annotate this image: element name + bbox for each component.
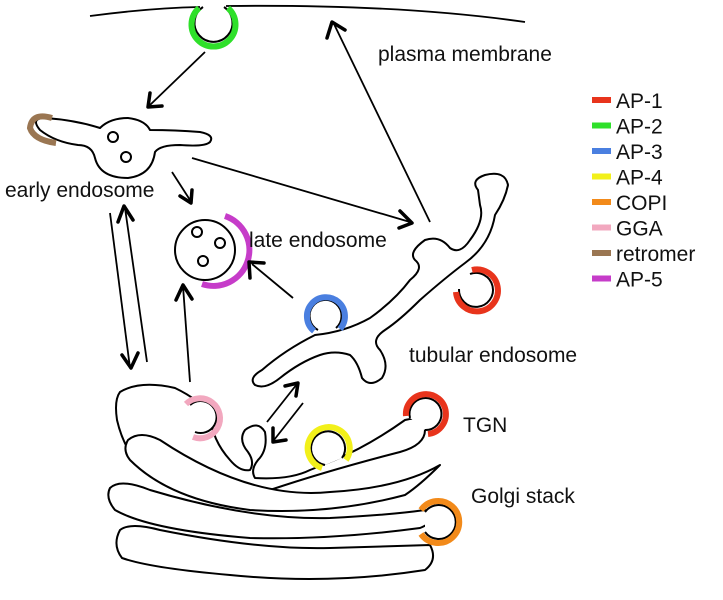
legend-label: retromer — [616, 243, 695, 266]
legend-label: AP-2 — [616, 116, 663, 139]
arrow-tgn-to-late — [174, 283, 194, 383]
legend-item: GGA — [592, 218, 663, 241]
ap3-vesicle — [303, 294, 348, 334]
copi-vesicle — [418, 498, 463, 546]
legend-swatch — [592, 173, 611, 180]
label-plasma-membrane: plasma membrane — [378, 43, 552, 66]
ap2-vesicle — [188, 5, 239, 50]
coat-ap1a-coat — [453, 266, 501, 315]
legend-item: AP-4 — [592, 167, 663, 190]
plasma-membrane-line — [89, 4, 526, 23]
legend-label: AP-5 — [616, 269, 663, 292]
arrow-tubular-to-pm — [325, 20, 431, 223]
arrow-early-to-tubular — [191, 157, 414, 230]
coat-copi-coat — [418, 498, 463, 546]
label-tubular-endosome: tubular endosome — [409, 344, 577, 367]
coat-ap2-coat — [188, 5, 239, 50]
arrow-tgn-tubular-bidirectional — [266, 381, 304, 444]
legend-swatch — [592, 122, 611, 129]
legend-item: AP-3 — [592, 141, 663, 164]
label-golgi-stack: Golgi stack — [471, 485, 575, 508]
label-early-endosome: early endosome — [5, 179, 154, 202]
legend-swatch — [592, 224, 611, 231]
legend-swatch — [592, 275, 611, 282]
late-endosome — [174, 213, 253, 289]
legend-swatch — [592, 97, 611, 103]
legend-item: COPI — [592, 192, 667, 215]
label-tgn: TGN — [463, 414, 507, 437]
arrow-early-to-tgn — [109, 212, 140, 370]
ap1-vesicle-tubular — [453, 266, 501, 315]
legend-label: GGA — [616, 218, 663, 241]
legend-item: AP-5 — [592, 269, 663, 292]
legend-item: retromer — [592, 243, 695, 266]
legend-label: AP-3 — [616, 141, 663, 164]
legend-swatch — [592, 148, 611, 154]
arrow-ap3-to-late — [247, 260, 294, 299]
legend-label: AP-1 — [616, 90, 663, 113]
coat-ap1b-coat — [402, 391, 449, 437]
coat-ap3-coat — [303, 294, 348, 334]
early-endosome — [26, 113, 213, 179]
arrow-tgn-to-early — [116, 204, 148, 363]
ap1-vesicle-tgn — [402, 391, 449, 437]
coat-gga-coat — [183, 395, 223, 442]
legend-item: AP-1 — [592, 90, 663, 113]
arrow-pm-to-early — [146, 51, 206, 109]
legend-label: COPI — [616, 192, 667, 215]
legend-swatch — [592, 199, 611, 205]
golgi-stack — [107, 434, 441, 580]
label-late-endosome: late endosome — [249, 229, 387, 252]
arrow-early-to-late — [171, 171, 194, 205]
legend-label: AP-4 — [616, 167, 663, 190]
tubular-endosome — [251, 172, 509, 388]
coat-retromer-coat — [26, 113, 57, 146]
ap4-vesicle — [304, 424, 353, 471]
legend-item: AP-2 — [592, 116, 663, 139]
coat-ap4-coat — [304, 424, 353, 471]
legend-swatch — [592, 250, 611, 256]
gga-vesicle — [183, 395, 223, 442]
